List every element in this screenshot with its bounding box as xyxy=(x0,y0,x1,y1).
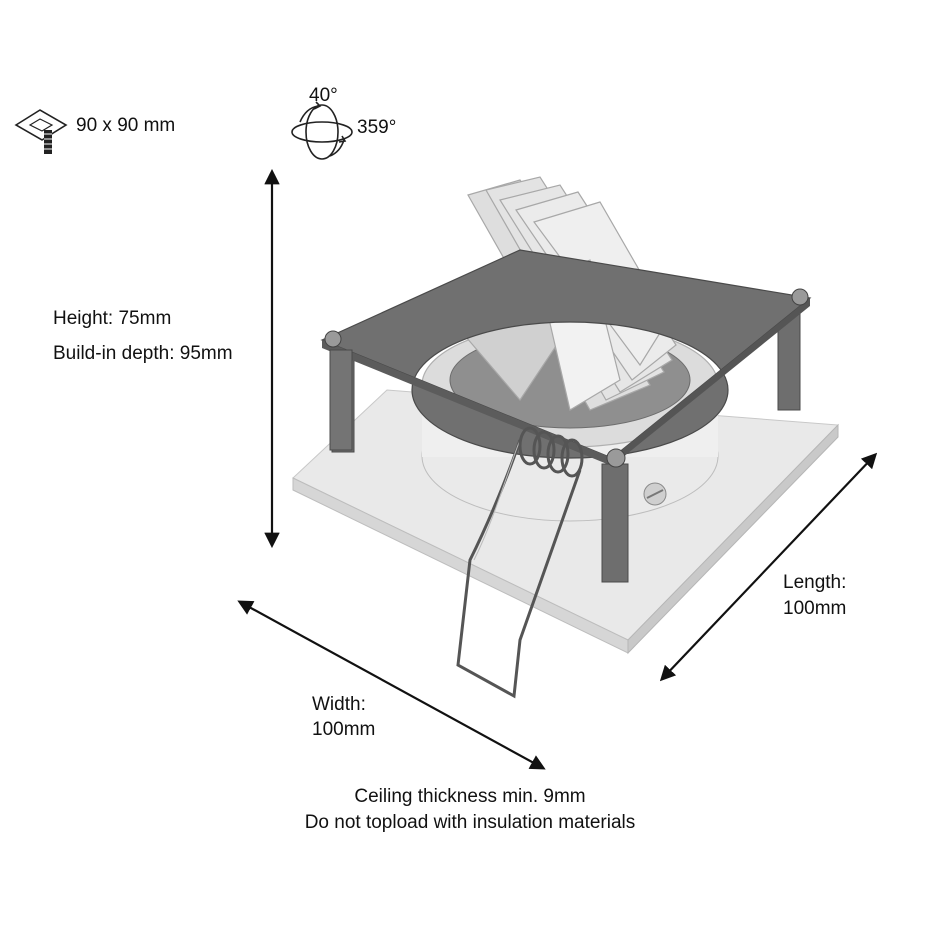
length-value: 100mm xyxy=(783,598,847,619)
length-arrow xyxy=(659,452,878,682)
insulation-warning-note: Do not topload with insulation materials xyxy=(304,812,636,833)
downlight-illustration xyxy=(292,176,840,699)
build-in-depth-label: Build-in depth: 95mm xyxy=(53,343,233,364)
dimension-arrows xyxy=(237,168,878,770)
tilt-angle-text: 40° xyxy=(309,85,338,106)
height-label: Height: 75mm xyxy=(53,308,172,329)
tilt-rotate-icon xyxy=(291,101,353,160)
width-label: Width: xyxy=(312,694,366,715)
rotation-angle-text: 359° xyxy=(357,117,397,138)
ceiling-cutout-icon xyxy=(14,109,68,154)
width-arrow xyxy=(237,600,546,770)
ceiling-thickness-note: Ceiling thickness min. 9mm xyxy=(354,786,586,807)
width-value: 100mm xyxy=(312,719,376,740)
length-label: Length: xyxy=(783,572,847,593)
cutout-size-text: 90 x 90 mm xyxy=(76,115,176,136)
